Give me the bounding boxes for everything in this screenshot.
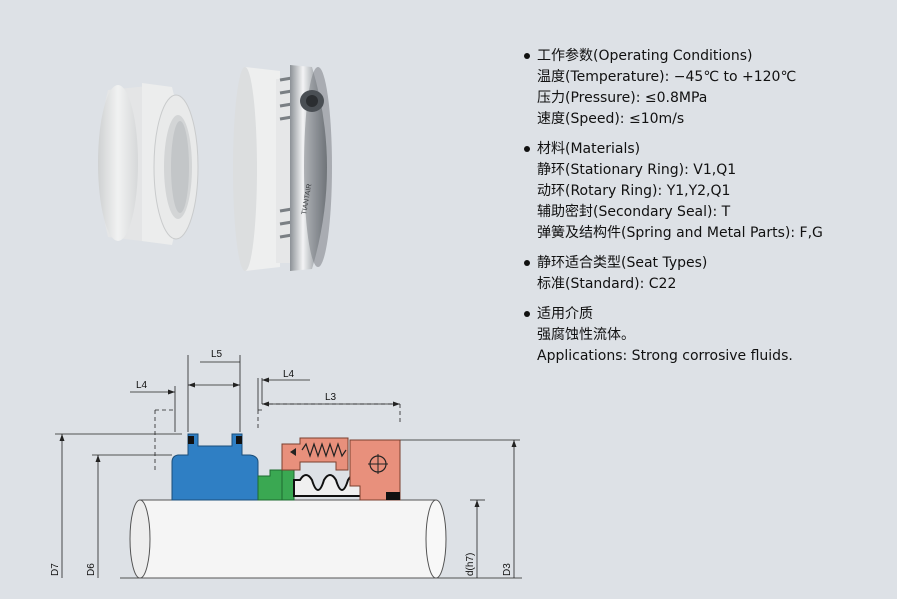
seat-oring	[236, 436, 242, 444]
secondary-seal-material: 辅助密封(Secondary Seal): T	[537, 204, 731, 220]
media-en-line: Applications: Strong corrosive fluids.	[537, 348, 793, 364]
dim-label-l3: L3	[325, 392, 337, 403]
stationary-seat-image	[98, 83, 199, 245]
operating-conditions-title: 工作参数(Operating Conditions)	[523, 46, 887, 67]
stationary-ring-material: 静环(Stationary Ring): V1,Q1	[537, 162, 737, 178]
media-section: 适用介质 强腐蚀性流体。 Applications: Strong corros…	[524, 304, 887, 367]
product-photo: TIANTAIR	[98, 65, 332, 271]
spring-metal-material: 弹簧及结构件(Spring and Metal Parts): F,G	[537, 225, 823, 241]
seat-types-section: 静环适合类型(Seat Types) 标准(Standard): C22	[524, 253, 887, 295]
rotary-ring-face	[281, 465, 295, 501]
dim-label-l5: L5	[211, 349, 223, 360]
seat-oring	[188, 436, 194, 444]
seat-types-title: 静环适合类型(Seat Types)	[523, 253, 887, 274]
spring-holder	[281, 437, 349, 471]
rotary-unit-image: TIANTAIR	[233, 65, 332, 271]
envelope-dashed-line	[154, 403, 401, 470]
operating-conditions-section: 工作参数(Operating Conditions) 温度(Temperatur…	[524, 46, 887, 130]
specifications-panel: 工作参数(Operating Conditions) 温度(Temperatur…	[524, 46, 887, 376]
dim-label-d-h7: d(h7)	[465, 553, 476, 576]
speed-line: 速度(Speed): ≤10m/s	[537, 111, 685, 127]
shaft	[129, 499, 447, 579]
materials-title: 材料(Materials)	[523, 139, 887, 160]
dim-label-d7: D7	[50, 563, 61, 576]
media-cn-line: 强腐蚀性流体。	[537, 327, 635, 343]
materials-section: 材料(Materials) 静环(Stationary Ring): V1,Q1…	[524, 139, 887, 244]
cross-section-drawing: L5 L4 L4 L3 D7 D6 d(h7) D3	[50, 349, 522, 579]
media-title: 适用介质	[523, 304, 887, 325]
standard-seat-line: 标准(Standard): C22	[537, 276, 677, 292]
dim-label-l4-left: L4	[136, 380, 148, 391]
drive-collar	[349, 439, 401, 501]
spring-icon	[301, 442, 347, 458]
stationary-ring	[171, 433, 259, 501]
dim-label-d6: D6	[86, 563, 97, 576]
pressure-line: 压力(Pressure): ≤0.8MPa	[537, 90, 708, 106]
temperature-line: 温度(Temperature): −45℃ to +120℃	[537, 69, 797, 85]
rotary-ring	[257, 469, 283, 501]
rotary-ring-material: 动环(Rotary Ring): Y1,Y2,Q1	[537, 183, 731, 199]
dim-label-d3: D3	[502, 563, 513, 576]
dim-label-l4-right: L4	[283, 369, 295, 380]
